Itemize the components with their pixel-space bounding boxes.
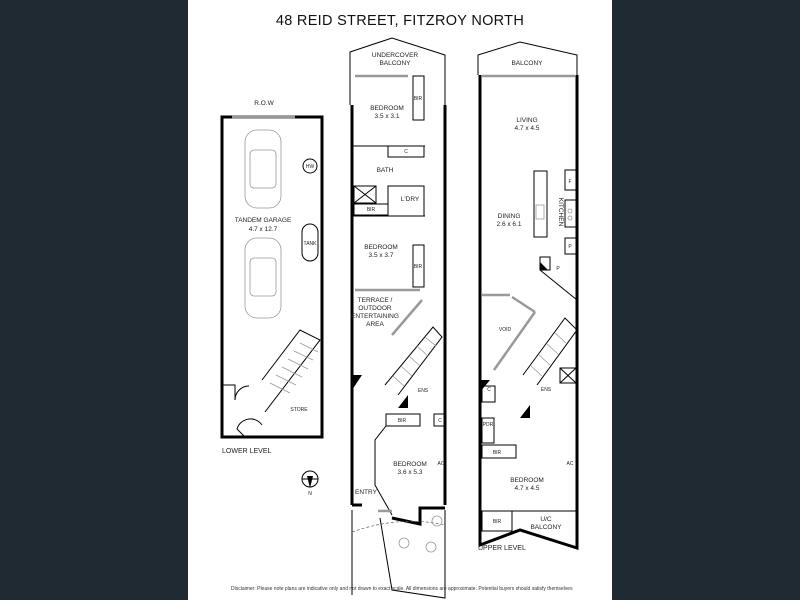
bir4-label: BIR <box>398 418 407 424</box>
upper-level-plan: BALCONY LIVING 4.7 x 4.5 DINING 2.6 x 6.… <box>477 41 579 552</box>
built-in-robe <box>481 444 517 459</box>
cupboard <box>433 413 446 427</box>
dining-size: 2.6 x 6.1 <box>497 221 522 228</box>
pantry1-label: P <box>568 244 572 250</box>
built-in-robe <box>385 413 421 427</box>
powder-room <box>481 417 495 444</box>
terrace-label-2: OUTDOOR <box>358 305 392 312</box>
shower <box>559 367 577 384</box>
store-label: STORE <box>290 407 308 413</box>
sink-icon <box>535 204 545 220</box>
built-in-robe <box>412 75 425 121</box>
row-label: R.O.W <box>254 100 274 107</box>
uc-balcony-label-2: BALCONY <box>530 524 562 531</box>
car-icon <box>244 129 282 209</box>
living-size: 4.7 x 4.5 <box>515 125 540 132</box>
ens-label: ENS <box>541 387 552 393</box>
undercover-balcony-outline <box>349 37 446 105</box>
balcony-label-2: BALCONY <box>379 60 411 67</box>
fridge-label: F <box>568 179 571 185</box>
kitchen-label: KITCHEN <box>557 198 564 227</box>
lower-level-label: LOWER LEVEL <box>222 448 272 455</box>
bedroom3-size: 3.6 x 5.3 <box>398 469 423 476</box>
bedroom1-size: 3.5 x 3.1 <box>375 113 400 120</box>
bir1-label: BIR <box>414 96 423 102</box>
ens-label: ENS <box>418 388 429 394</box>
upper-level-label: UPPER LEVEL <box>478 545 526 552</box>
built-in-robe <box>481 510 513 532</box>
cupboard <box>481 385 496 403</box>
cupboard2-label: C <box>438 418 442 424</box>
terrace-label-3: ENTERTAINING <box>351 313 399 320</box>
cupboard <box>387 145 425 158</box>
bedroom-upper-size: 4.7 x 4.5 <box>515 485 540 492</box>
pantry2-label: P <box>556 266 560 272</box>
door-swing <box>234 385 250 401</box>
balcony-outline <box>477 41 578 75</box>
lower-level-plan: R.O.W TANDEM GARAGE 4.7 x 12.7 HW TANK S… <box>220 100 324 497</box>
balcony-label: BALCONY <box>511 60 543 67</box>
balcony-label-1: UNDERCOVER <box>372 52 419 59</box>
uc-balcony-label-1: U/C <box>540 516 552 523</box>
front-garden <box>351 510 446 599</box>
terrace-label-4: AREA <box>366 321 384 328</box>
garage-size: 4.7 x 12.7 <box>249 226 278 233</box>
living-name: LIVING <box>516 117 537 124</box>
north-compass-icon <box>301 470 319 488</box>
kitchen-island <box>533 170 548 238</box>
staircase <box>384 326 443 396</box>
floor-plan-sheet <box>188 0 612 600</box>
north-label: N <box>308 491 312 497</box>
pdr-label: PDR <box>483 422 494 428</box>
door-swing <box>236 418 263 438</box>
bath-label: BATH <box>377 167 394 174</box>
bedroom-wall <box>374 425 393 516</box>
bedroom-upper-name: BEDROOM <box>510 477 544 484</box>
bir1-label-upper: BIR <box>493 450 502 456</box>
void-label: VOID <box>499 327 512 333</box>
laundry-label: L'DRY <box>401 196 420 203</box>
water-tank <box>301 223 319 262</box>
cupboard1-label: C <box>404 149 408 155</box>
bedroom1-name: BEDROOM <box>370 105 404 112</box>
entry-label: ENTRY <box>355 489 378 496</box>
hot-water-unit <box>302 158 318 174</box>
bir3-label: BIR <box>414 264 423 270</box>
shower <box>353 185 377 204</box>
bedroom2-name: BEDROOM <box>364 244 398 251</box>
staircase <box>522 317 578 386</box>
window <box>391 299 423 336</box>
built-in-robe <box>353 203 389 216</box>
dining-name: DINING <box>498 213 521 220</box>
ac-label-upper: AC <box>567 461 574 467</box>
disclaimer: Disclaimer: Please note plans are indica… <box>231 586 573 592</box>
store-wall <box>222 384 236 400</box>
pantry <box>564 237 577 255</box>
garage-name: TANDEM GARAGE <box>235 217 292 224</box>
hw-label: HW <box>306 164 315 170</box>
built-in-robe <box>412 244 425 288</box>
bir2-label: BIR <box>367 207 376 213</box>
car-icon <box>244 237 282 319</box>
cooktop <box>564 199 577 228</box>
bedroom3-name: BEDROOM <box>393 461 427 468</box>
ac-label: AC <box>438 461 445 467</box>
window <box>492 311 537 371</box>
tank-label: TANK <box>304 241 318 247</box>
plan-title: 48 REID STREET, FITZROY NORTH <box>276 13 524 29</box>
bir2-label-upper: BIR <box>493 519 502 525</box>
staircase <box>261 329 321 413</box>
bedroom2-size: 3.5 x 3.7 <box>369 252 394 259</box>
fridge <box>564 169 577 191</box>
window <box>511 295 536 314</box>
cupboard-label: C <box>487 387 491 393</box>
entry-level-plan: UNDERCOVER BALCONY BIR BEDROOM 3.5 x 3.1… <box>349 37 447 599</box>
terrace-label-1: TERRACE / <box>358 297 393 304</box>
